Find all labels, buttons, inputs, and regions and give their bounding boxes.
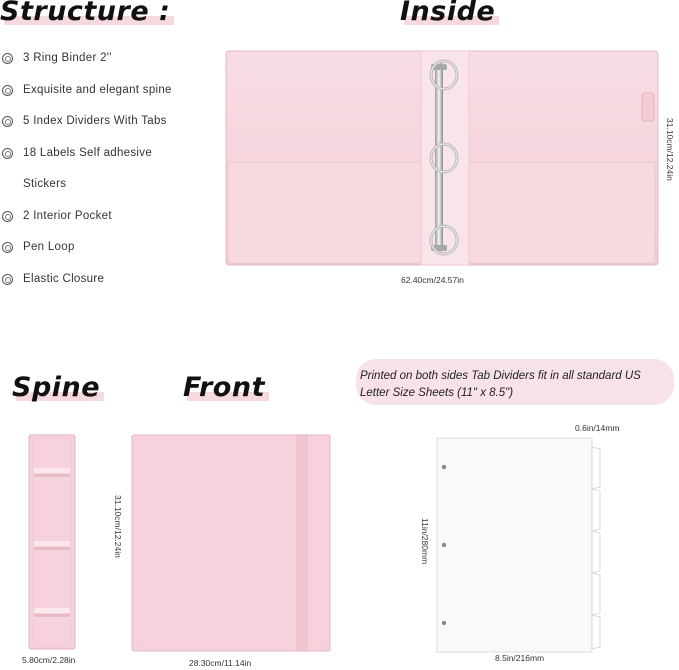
- list-item: 2 Interior Pocket: [2, 210, 217, 242]
- divider-info-banner: Printed on both sides Tab Dividers fit i…: [356, 359, 674, 405]
- ring-bullet-icon: [2, 242, 13, 253]
- list-item: Stickers: [23, 178, 67, 190]
- list-item: 18 Labels Self adhesive: [2, 147, 217, 179]
- ring-bullet-icon: [2, 210, 13, 222]
- ring-bullet-icon: [2, 147, 13, 159]
- list-item: 3 Ring Binder 2'': [2, 52, 217, 84]
- list-item: Elastic Closure: [2, 273, 217, 305]
- tab-width-label: 0.6in/14mm: [575, 423, 620, 433]
- binder-spine-image: [28, 434, 76, 650]
- binder-inside-image: [225, 50, 659, 266]
- front-width-label: 28.30cm/11.14in: [189, 658, 252, 668]
- front-height-label: 31.10cm/12.24in: [113, 495, 123, 558]
- divider-height-label: 11in/280mm: [420, 518, 430, 565]
- inside-width-label: 62.40cm/24.57in: [401, 275, 464, 285]
- ring-bullet-icon: [2, 53, 13, 64]
- ring-bullet-icon: [2, 273, 13, 285]
- list-item: 5 Index Dividers With Tabs: [2, 115, 217, 147]
- spine-width-label: 5.80cm/2.28in: [22, 655, 76, 665]
- divider-width-label: 8.5in/216mm: [495, 653, 545, 663]
- ring-bullet-icon: [2, 84, 13, 96]
- binder-front-image: [131, 434, 331, 652]
- inside-height-label: 31.10cm/12.24in: [665, 118, 675, 181]
- banner-text: Printed on both sides Tab Dividers fit i…: [360, 370, 641, 399]
- ring-bullet-icon: [2, 116, 13, 127]
- list-item: Exquisite and elegant spine: [2, 84, 217, 116]
- list-item: Pen Loop: [2, 241, 217, 273]
- feature-list: 3 Ring Binder 2'' Exquisite and elegant …: [2, 52, 217, 304]
- structure-heading: Structure :: [0, 0, 175, 27]
- index-divider-image: [436, 437, 601, 653]
- spine-heading: Spine: [12, 372, 105, 403]
- inside-heading: Inside: [400, 0, 500, 27]
- front-heading: Front: [183, 372, 269, 403]
